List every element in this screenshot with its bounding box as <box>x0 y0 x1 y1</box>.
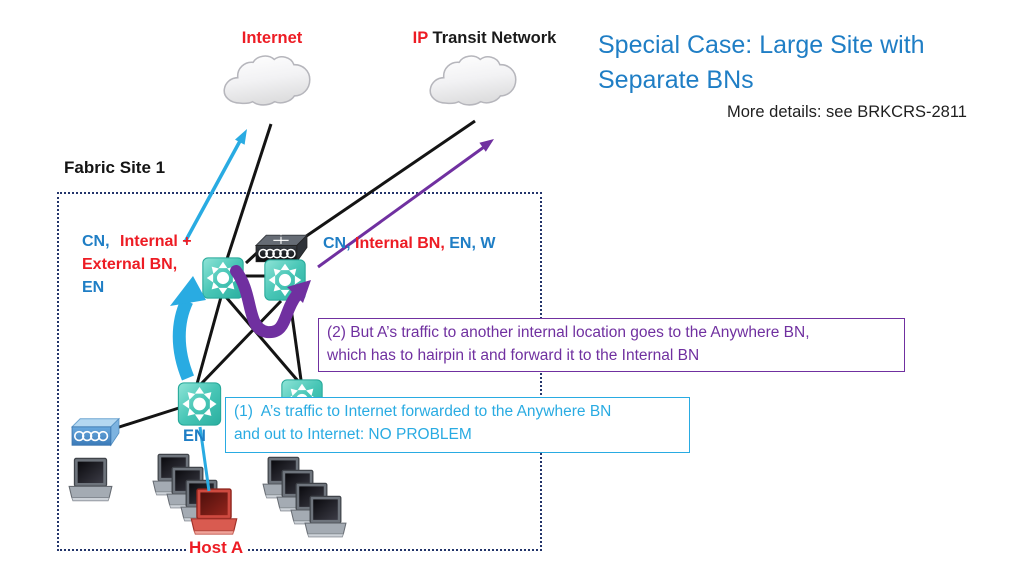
access-switch-icon <box>71 416 120 448</box>
internal-bn-roles-blue2: EN, W <box>444 235 496 252</box>
transit-label-rest: Transit Network <box>427 29 557 47</box>
laptop-icon <box>67 456 114 504</box>
callout-hairpin: (2) But A’s traffic to another internal … <box>318 318 905 372</box>
anywhere-bn-roles-red: Internal + <box>120 233 192 250</box>
transit-traffic-arrowhead <box>479 139 494 152</box>
callout-internet: (1) A’s traffic to Internet forwarded to… <box>225 397 690 453</box>
anywhere-bn-label-line3: EN <box>82 279 105 296</box>
internal-bn-roles-blue1: CN, <box>323 235 355 252</box>
page-title-line2: Separate BNs <box>598 66 754 94</box>
page-title-line1: Special Case: Large Site with <box>598 31 925 59</box>
anywhere-bn-roles-blue: CN, <box>82 233 110 250</box>
anywhere-bn-label: CN, Internal + External BN, EN <box>82 230 232 299</box>
fabric-site-label: Fabric Site 1 <box>64 158 166 177</box>
page-title: Special Case: Large Site with Separate B… <box>598 28 925 98</box>
internal-bn-node-icon <box>264 259 306 301</box>
anywhere-bn-label-line2: External BN, <box>82 256 178 273</box>
edge-node-label: EN <box>183 427 206 445</box>
host-a-laptop-icon <box>189 486 239 538</box>
callout-internet-line1: (1) A’s traffic to Internet forwarded to… <box>234 403 612 420</box>
internet-label: Internet <box>241 29 303 47</box>
callout-hairpin-line2: which has to hairpin it and forward it t… <box>327 347 700 364</box>
internal-bn-label: CN, Internal BN, EN, W <box>323 232 495 255</box>
transit-label: IP Transit Network <box>392 29 577 48</box>
transit-label-ip: IP <box>412 29 428 47</box>
internet-cloud-icon <box>220 52 316 112</box>
laptop-icon <box>303 494 348 540</box>
internet-exit-arrowhead <box>235 129 247 145</box>
anywhere-bn-label-line1: CN, Internal + <box>82 230 232 253</box>
callout-internet-line2: and out to Internet: NO PROBLEM <box>234 426 472 443</box>
callout-hairpin-line1: (2) But A’s traffic to another internal … <box>327 324 810 341</box>
slide-subtitle: More details: see BRKCRS-2811 <box>727 103 967 121</box>
edge-node-icon <box>177 382 222 426</box>
host-a-label: Host A <box>186 538 247 558</box>
transit-cloud-icon <box>426 52 522 112</box>
internal-bn-roles-red: Internal BN, <box>355 235 445 252</box>
